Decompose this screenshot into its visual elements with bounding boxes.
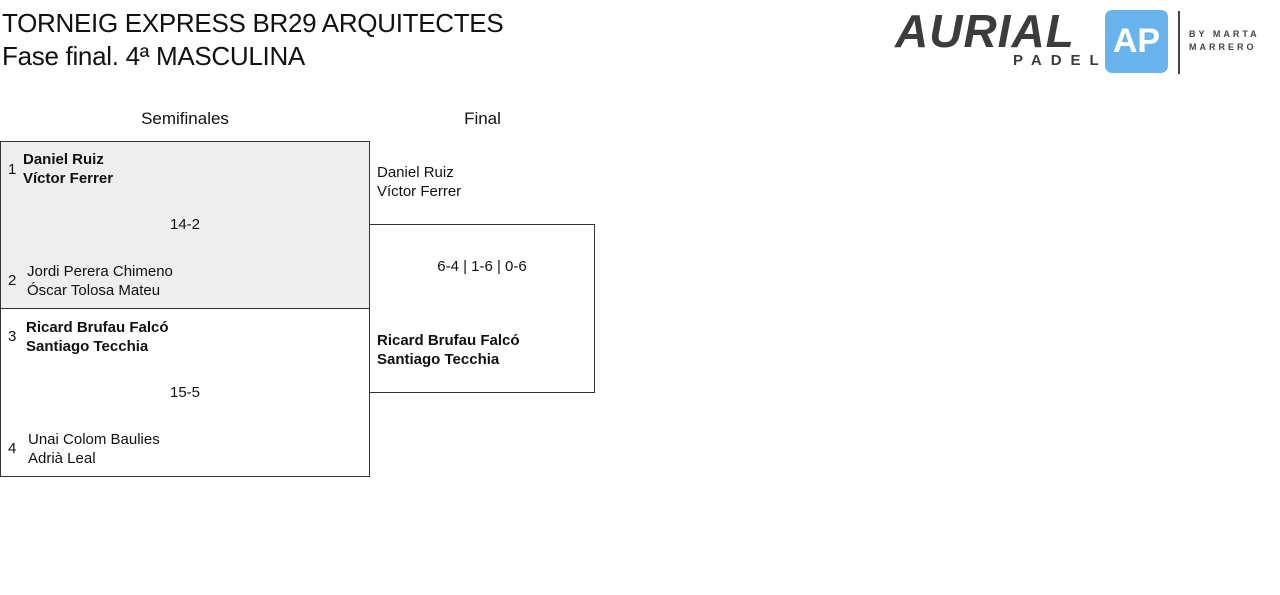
semifinal-match-1: 1 Daniel Ruiz Víctor Ferrer 14-2 2 Jordi…	[0, 141, 370, 309]
player-name: Ricard Brufau Falcó	[26, 319, 169, 336]
seed-number: 4	[8, 440, 17, 457]
final-team-b: Ricard Brufau Falcó Santiago Tecchia	[377, 331, 520, 369]
logo-tagline-1: BY MARTA	[1189, 29, 1260, 39]
team-winner: Daniel Ruiz Víctor Ferrer	[23, 150, 113, 188]
match-score: 15-5	[169, 384, 201, 401]
seed-number: 2	[8, 272, 17, 289]
player-name: Jordi Perera Chimeno	[27, 263, 173, 280]
player-name: Santiago Tecchia	[26, 338, 149, 355]
team-winner: Ricard Brufau Falcó Santiago Tecchia	[26, 318, 169, 356]
logo-divider	[1178, 11, 1180, 74]
logo-sub: PADEL	[1013, 52, 1108, 69]
final-match: 6-4 | 1-6 | 0-6 Ricard Brufau Falcó Sant…	[369, 224, 595, 393]
page-title: TORNEIG EXPRESS BR29 ARQUITECTES	[2, 8, 504, 38]
player-name: Víctor Ferrer	[23, 170, 114, 187]
round-header-final: Final	[464, 109, 501, 128]
logo-tagline-2: MARRERO	[1189, 42, 1257, 52]
player-name: Óscar Tolosa Mateu	[27, 282, 161, 299]
round-header-semifinales: Semifinales	[141, 109, 229, 128]
aurial-padel-logo: AURIAL PADEL AP BY MARTA MARRERO	[895, 8, 1280, 76]
team-loser: Jordi Perera Chimeno Óscar Tolosa Mateu	[27, 262, 173, 300]
player-name: Santiago Tecchia	[377, 351, 500, 368]
page-subtitle: Fase final. 4ª MASCULINA	[2, 41, 305, 71]
logo-mark-icon: AP	[1105, 10, 1168, 73]
player-name: Daniel Ruiz	[23, 151, 104, 168]
final-team-a: Daniel Ruiz Víctor Ferrer	[377, 163, 461, 201]
player-name: Ricard Brufau Falcó	[377, 332, 520, 349]
match-score: 14-2	[169, 216, 201, 233]
player-name: Daniel Ruiz	[377, 164, 454, 181]
semifinal-match-2: 3 Ricard Brufau Falcó Santiago Tecchia 1…	[0, 308, 370, 477]
player-name: Víctor Ferrer	[377, 183, 462, 200]
logo-brand: AURIAL	[895, 5, 1075, 57]
team-loser: Unai Colom Baulies Adrià Leal	[28, 430, 160, 468]
seed-number: 3	[8, 328, 17, 345]
player-name: Adrià Leal	[28, 450, 96, 467]
final-score: 6-4 | 1-6 | 0-6	[437, 258, 527, 275]
seed-number: 1	[8, 161, 17, 178]
player-name: Unai Colom Baulies	[28, 431, 160, 448]
